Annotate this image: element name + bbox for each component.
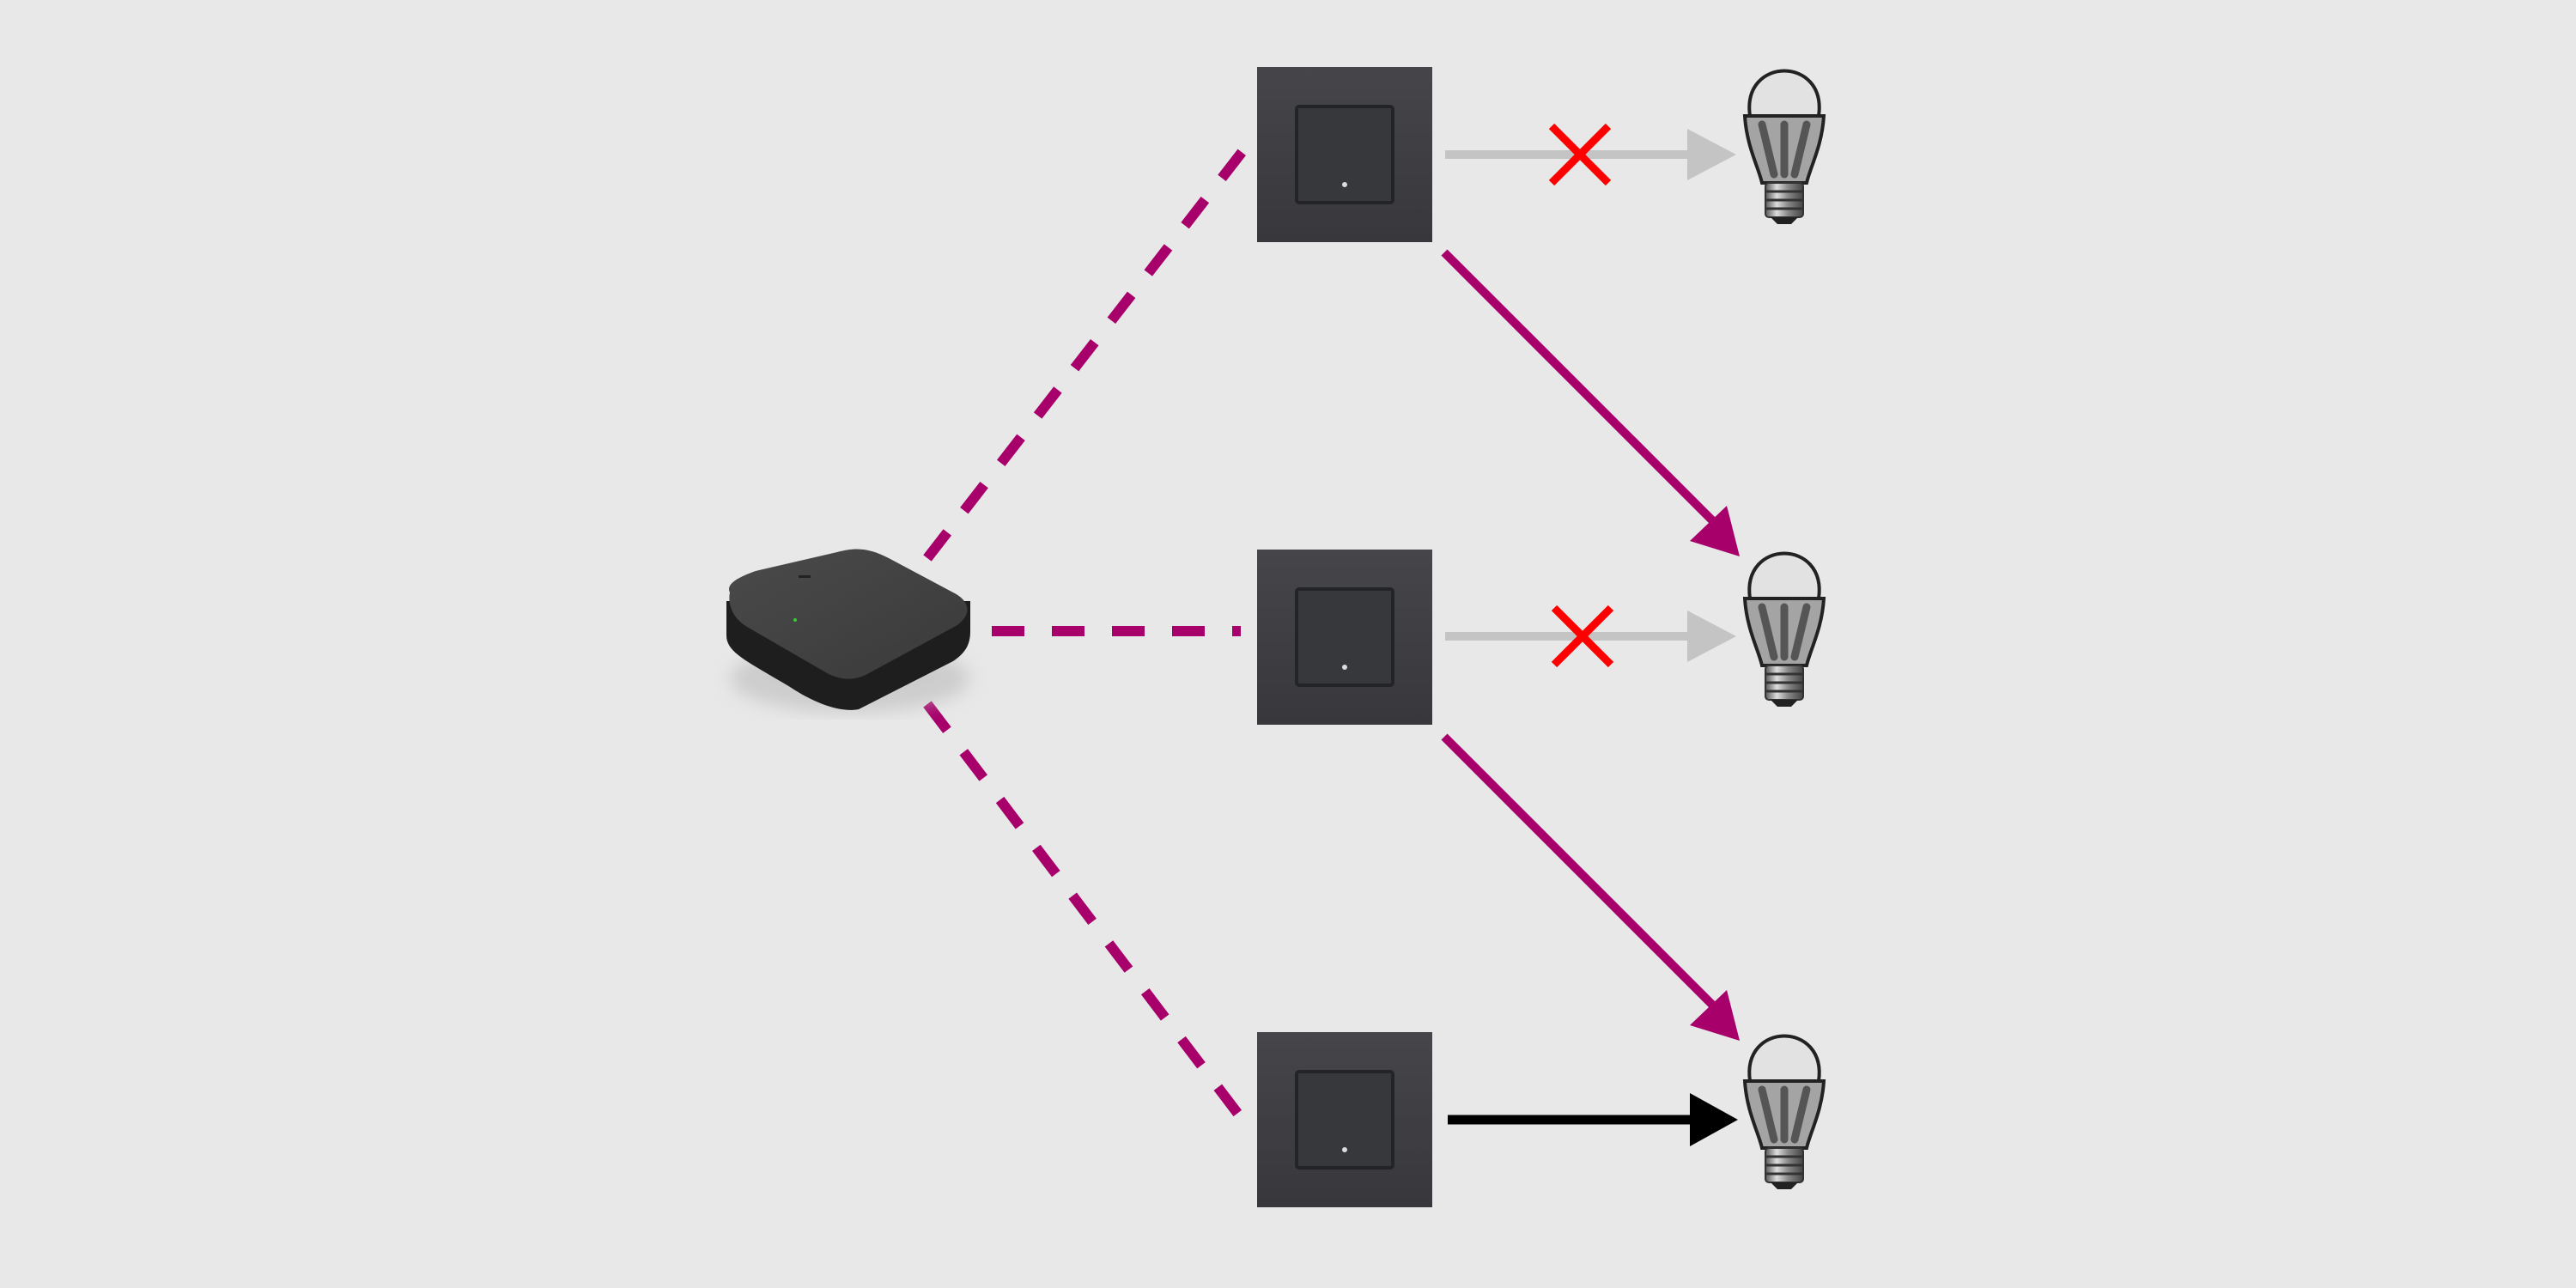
wall-switch-3[interactable] — [1255, 1030, 1434, 1209]
led-bulb-3-icon — [1745, 1036, 1824, 1190]
wireless-link-hub-switch-3 — [923, 701, 1249, 1127]
control-arrow-switch-2-bulb-3 — [1441, 733, 1740, 1041]
blocked-arrow-switch-1-bulb-1 — [1445, 129, 1736, 180]
wall-switch-2[interactable] — [1255, 548, 1434, 726]
wireless-link-hub-switch-1 — [923, 139, 1254, 562]
blocked-mark-icon-1 — [1548, 123, 1612, 186]
blocked-mark-icon-2 — [1551, 605, 1614, 668]
blocked-arrow-switch-2-bulb-2 — [1445, 611, 1736, 662]
gateway-hub — [726, 549, 970, 713]
led-bulb-1-icon — [1745, 71, 1824, 225]
hub-logo — [799, 575, 811, 578]
direct-arrow-switch-3-bulb-3 — [1448, 1093, 1738, 1146]
hub-status-led — [793, 618, 797, 622]
wall-switch-1[interactable] — [1255, 65, 1434, 244]
led-bulb-2-icon — [1745, 554, 1824, 708]
control-arrow-switch-1-bulb-2 — [1441, 249, 1740, 556]
